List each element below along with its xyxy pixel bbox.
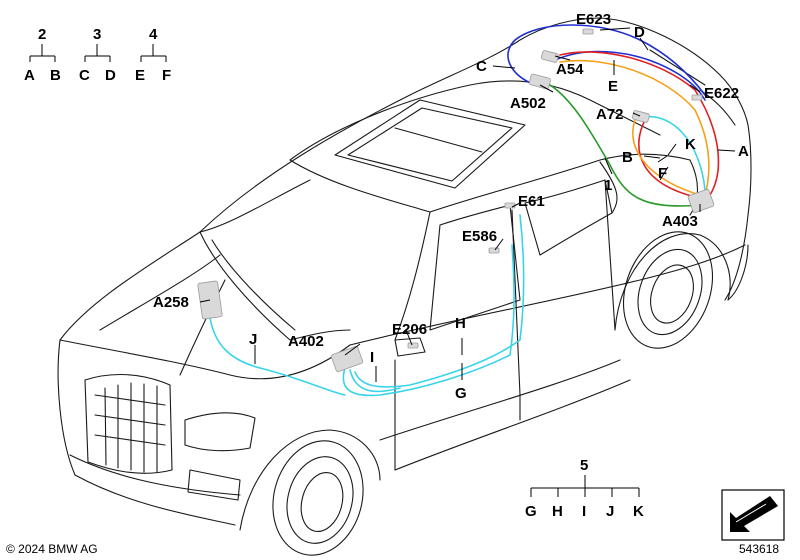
image-number: 543618 — [739, 542, 779, 556]
wire-red — [559, 51, 720, 196]
label-j: J — [249, 331, 257, 348]
tree-3-child-d: D — [105, 67, 116, 84]
label-k: K — [685, 136, 696, 153]
label-e206: E206 — [392, 321, 427, 338]
wire-h-cyan — [354, 214, 525, 388]
tree-3-child-c: C — [79, 67, 90, 84]
tree-2-child-b: B — [50, 67, 61, 84]
label-e61: E61 — [518, 193, 545, 210]
label-e622: E622 — [704, 85, 739, 102]
copyright-text: © 2024 BMW AG — [6, 542, 98, 556]
tree-2-child-a: A — [24, 67, 35, 84]
tree-4-parent: 4 — [149, 26, 158, 43]
label-g: G — [455, 385, 467, 402]
group-tree-2: 2 A B — [24, 26, 61, 84]
component-labels: E623 D C A54 E E622 A502 A72 K B A F 1 A… — [153, 11, 749, 402]
tree-3-parent: 3 — [93, 26, 101, 43]
leader-lines — [199, 27, 736, 382]
label-d: D — [634, 24, 645, 41]
wire-green — [544, 81, 701, 207]
wire-g-cyan — [342, 244, 515, 397]
arrow-navigation-icon — [721, 489, 785, 541]
component-a54 — [541, 50, 559, 63]
label-c: C — [476, 58, 487, 75]
label-a502: A502 — [510, 95, 546, 112]
tree-5-child-i: I — [582, 503, 586, 520]
group-tree-4: 4 E F — [135, 26, 171, 84]
component-e623 — [582, 28, 594, 35]
wire-c-blue — [507, 24, 706, 96]
wire-red-loop — [638, 119, 701, 199]
component-e622 — [691, 94, 703, 101]
tree-4-child-f: F — [162, 67, 171, 84]
label-a: A — [738, 143, 749, 160]
label-a54: A54 — [556, 61, 584, 78]
label-a72: A72 — [596, 106, 624, 123]
component-a403 — [687, 188, 715, 214]
wire-i-cyan — [349, 369, 401, 393]
wire-j-cyan — [209, 317, 346, 396]
label-f: F — [658, 165, 667, 182]
component-e61 — [504, 202, 516, 209]
group-tree-5: 5 G H I J K — [525, 457, 644, 520]
label-a402: A402 — [288, 333, 324, 350]
label-a258: A258 — [153, 294, 189, 311]
component-e586 — [488, 247, 500, 254]
label-e623: E623 — [576, 11, 611, 28]
wire-orange-2 — [632, 119, 701, 196]
car-outline — [57, 17, 752, 556]
label-i: I — [370, 349, 374, 366]
wire-k-cyan — [639, 115, 706, 191]
tree-5-child-j: J — [606, 503, 614, 520]
wire-harnesses — [209, 24, 720, 397]
tree-5-parent: 5 — [580, 457, 588, 474]
tree-2-parent: 2 — [38, 26, 46, 43]
component-a72 — [632, 110, 650, 123]
tree-4-child-e: E — [135, 67, 145, 84]
component-a502 — [528, 73, 551, 90]
tree-5-child-g: G — [525, 503, 537, 520]
label-h: H — [455, 315, 466, 332]
wire-orange — [559, 59, 710, 196]
component-a402 — [330, 345, 364, 373]
label-a403: A403 — [662, 213, 698, 230]
tree-5-child-h: H — [552, 503, 563, 520]
label-b: B — [622, 149, 633, 166]
label-e: E — [608, 78, 618, 95]
component-e206 — [407, 342, 419, 349]
label-1: 1 — [604, 177, 612, 194]
label-e586: E586 — [462, 228, 497, 245]
group-tree-3: 3 C D — [79, 26, 116, 84]
tree-5-child-k: K — [633, 503, 644, 520]
